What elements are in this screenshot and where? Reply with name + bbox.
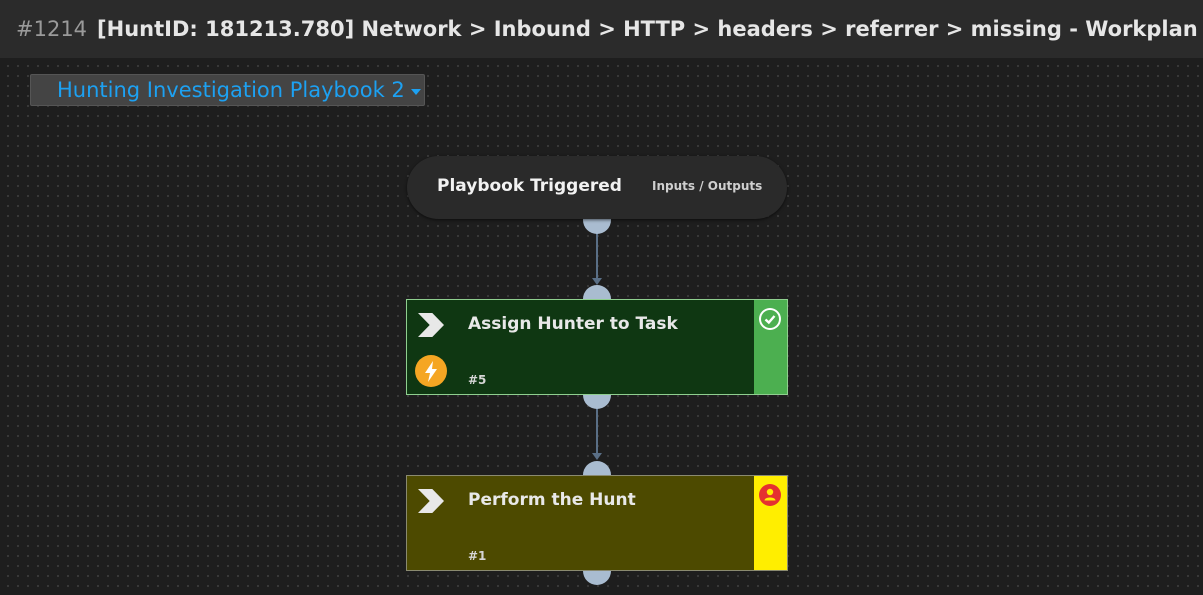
playbook-dropdown[interactable]: Hunting Investigation Playbook 2 <box>30 74 425 106</box>
connector-trigger-to-task1 <box>596 226 598 280</box>
title-bar: #1214 [HuntID: 181213.780] Network > Inb… <box>0 0 1203 58</box>
chevron-right-icon <box>418 313 444 337</box>
check-circle-icon <box>759 308 781 330</box>
playbook-trigger-node[interactable]: Playbook Triggered Inputs / Outputs <box>407 156 787 219</box>
page-title: [HuntID: 181213.780] Network > Inbound >… <box>97 17 1198 41</box>
connector-task1-to-task2 <box>596 402 598 454</box>
arrow-head-icon <box>592 453 602 460</box>
playbook-dropdown-label: Hunting Investigation Playbook 2 <box>57 78 405 102</box>
task-number: #5 <box>468 373 487 387</box>
user-icon <box>759 484 781 506</box>
inputs-outputs-link[interactable]: Inputs / Outputs <box>652 179 763 193</box>
task-node-perform-hunt[interactable]: Perform the Hunt #1 <box>406 475 788 571</box>
lightning-icon <box>415 355 447 387</box>
trigger-title: Playbook Triggered <box>437 176 622 196</box>
task-lead <box>407 476 455 570</box>
task-status-bar <box>754 300 787 394</box>
task-title: Perform the Hunt <box>468 490 636 510</box>
chevron-right-icon <box>418 489 444 513</box>
task-number: #1 <box>468 549 487 563</box>
task-lead <box>407 300 455 394</box>
arrow-head-icon <box>592 278 602 285</box>
task-title: Assign Hunter to Task <box>468 314 678 334</box>
task-status-bar <box>754 476 787 570</box>
caret-down-icon <box>410 88 421 95</box>
incident-id: #1214 <box>16 17 88 41</box>
task-node-assign-hunter[interactable]: Assign Hunter to Task #5 <box>406 299 788 395</box>
